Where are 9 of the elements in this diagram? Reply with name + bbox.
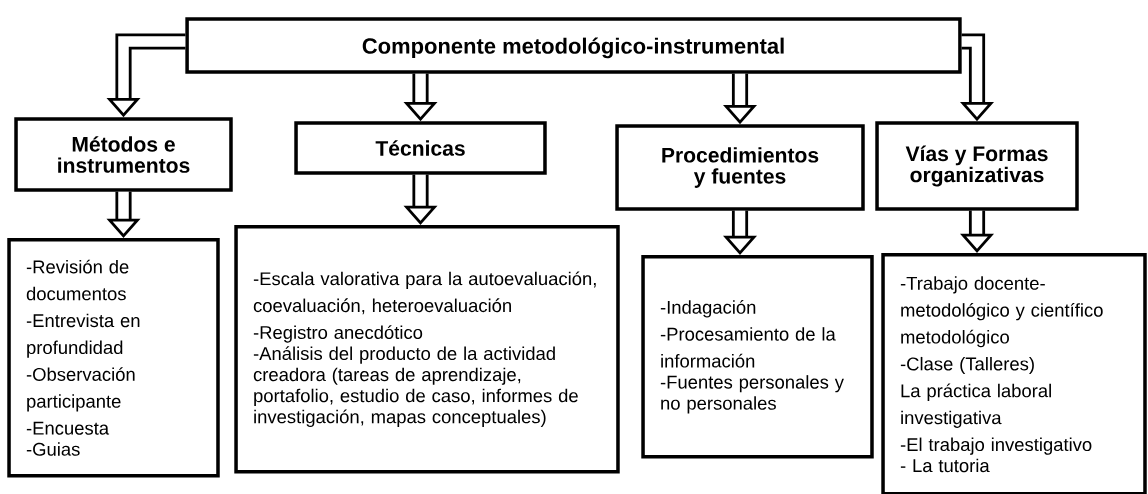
category-box: Vías y Formas organizativas	[875, 121, 1079, 211]
list-box: -Revisión de documentos -Entrevista en profundidad -Observación participante -Encuesta -Guias	[7, 238, 220, 478]
list-box: -Trabajo docente-metodológico y científico metodológico -Clase (Talleres) La práctica laboral investigativa -El trabajo investigativo - La tutoria	[881, 253, 1147, 494]
category-box: Técnicas	[294, 121, 547, 175]
list-box: -Indagación -Procesamiento de la información -Fuentes personales y no personales	[641, 255, 874, 459]
title-box: Componente metodológico-instrumental	[185, 17, 962, 74]
category-box: Métodos e instrumentos	[14, 117, 233, 192]
category-box: Procedimientos y fuentes	[615, 124, 865, 211]
list-box: -Escala valorativa para la autoevaluación, coevaluación, heteroevaluación -Registro anecdótico -Análisis del producto de la actividad creadora (tareas de aprendizaje, portafolio, estudio de caso, informes de investigación, mapas conceptuales)	[234, 225, 620, 474]
